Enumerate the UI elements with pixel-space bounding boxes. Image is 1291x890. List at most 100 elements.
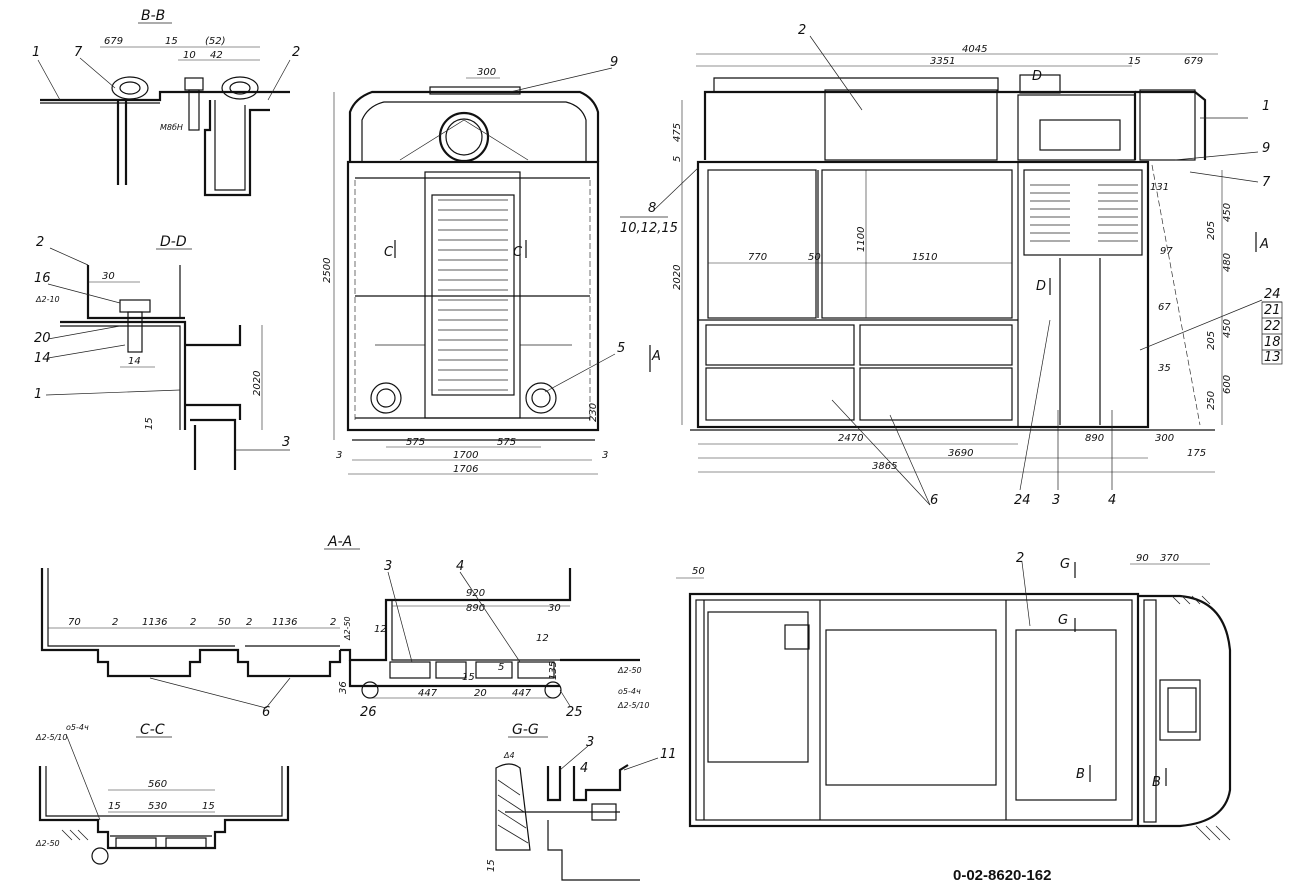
side-callout-6: 6 [930, 493, 938, 508]
aa-dim-447a: 447 [418, 688, 438, 699]
side-dim-205a: 205 [1206, 221, 1217, 240]
side-dim-205b: 205 [1206, 331, 1217, 350]
top-marker-g-upper: G [1060, 557, 1070, 572]
aa-dim-30: 30 [548, 603, 561, 614]
side-dim-250: 250 [1206, 391, 1217, 410]
front-view: С С 300 2500 575 575 1700 1706 3 3 230 9… [322, 55, 661, 475]
side-callout-18: 18 [1264, 335, 1281, 350]
section-cc: С-С 560 15 530 15 Δ2-5/10 о5-4ч Δ2-50 [35, 722, 290, 865]
side-dim-3351: 3351 [930, 56, 955, 67]
gg-callout-11: 11 [660, 747, 677, 762]
aa-callout-6: 6 [262, 705, 270, 720]
aa-weld4: Δ2-5/10 [617, 701, 649, 710]
side-callout-8: 8 [648, 201, 656, 216]
front-dim-3a: 3 [336, 450, 342, 461]
dd-callout-3: 3 [282, 435, 290, 450]
side-dim-300: 300 [1155, 433, 1174, 444]
aa-callout-4: 4 [456, 559, 464, 574]
top-dim-50: 50 [692, 566, 705, 577]
side-callout-4: 4 [1108, 493, 1116, 508]
bb-dim-15: 15 [165, 36, 178, 47]
cc-weld2: о5-4ч [66, 723, 89, 732]
top-marker-b-left: В [1076, 767, 1085, 782]
aa-dim-15: 15 [462, 672, 475, 683]
section-bb: В-В 679 15 (52) 10 42 М8бН 1 7 2 [32, 8, 300, 197]
side-dim-450b: 450 [1222, 319, 1233, 338]
side-dim-15: 15 [1128, 56, 1141, 67]
front-dim-575b: 575 [497, 437, 516, 448]
aa-dim-20: 20 [474, 688, 487, 699]
gg-dim-15: 15 [486, 859, 497, 872]
aa-dim-2a: 2 [112, 617, 118, 628]
aa-dim-2b: 2 [190, 617, 196, 628]
cc-dim-530: 530 [148, 801, 167, 812]
front-dim-575a: 575 [406, 437, 425, 448]
side-marker-a: А [1259, 237, 1269, 252]
section-gg: G-G Δ4 15 3 4 11 [486, 722, 677, 881]
section-gg-title: G-G [512, 722, 539, 738]
side-callout-22: 22 [1264, 319, 1281, 334]
bb-dim-42: 42 [210, 50, 223, 61]
front-louvers [438, 199, 508, 391]
side-dim-131: 131 [1150, 182, 1169, 193]
dd-callout-14: 14 [34, 351, 51, 366]
side-dim-35: 35 [1158, 363, 1171, 374]
aa-weld1: Δ2-50 [343, 616, 352, 641]
side-dim-5: 5 [672, 156, 683, 162]
side-dim-1510: 1510 [912, 252, 937, 263]
side-dim-4045: 4045 [962, 44, 987, 55]
side-dim-3690: 3690 [948, 448, 973, 459]
section-aa-title: А-А [327, 534, 352, 550]
aa-dim-920: 920 [466, 588, 485, 599]
front-dim-1700: 1700 [453, 450, 478, 461]
gg-callout-4: 4 [580, 761, 588, 776]
section-dd: D-D 30 Δ2-10 14 2020 15 2 16 20 14 1 [34, 234, 290, 470]
side-callout-9: 9 [1262, 141, 1270, 156]
side-callout-3: 3 [1052, 493, 1060, 508]
aa-dim-12b: 12 [536, 633, 549, 644]
side-dim-770: 770 [748, 252, 767, 263]
front-callout-9: 9 [610, 55, 618, 70]
cc-weld1: Δ2-5/10 [35, 733, 67, 742]
top-callout-2: 2 [1016, 551, 1024, 566]
front-marker-c-right: С [513, 245, 523, 260]
dd-dim-14: 14 [128, 356, 141, 367]
aa-callout-26: 26 [360, 705, 377, 720]
aa-dim-2d: 2 [330, 617, 336, 628]
side-dim-50: 50 [808, 252, 821, 263]
side-dim-2020: 2020 [672, 265, 683, 290]
side-dim-600: 600 [1222, 375, 1233, 394]
gg-weld: Δ4 [503, 751, 515, 760]
dd-dim-15: 15 [144, 417, 155, 430]
aa-dim-12a: 12 [374, 624, 387, 635]
side-louvers [1030, 184, 1138, 242]
top-marker-g-lower: G [1058, 613, 1068, 628]
aa-dim-70: 70 [68, 617, 81, 628]
dd-weld: Δ2-10 [35, 295, 60, 304]
side-callout-24: 24 [1264, 287, 1281, 302]
gg-callout-3: 3 [586, 735, 594, 750]
section-dd-title: D-D [160, 234, 187, 250]
side-callout-24b: 24 [1014, 493, 1031, 508]
section-aa: А-А 70 2 1136 2 50 2 1136 2 Δ2-50 12 920… [40, 534, 649, 720]
front-dim-2500: 2500 [322, 258, 333, 283]
bb-callout-2: 2 [292, 45, 300, 60]
side-callout-7: 7 [1262, 175, 1271, 190]
top-view: 50 90 370 G G В В 2 [676, 551, 1232, 841]
dd-callout-20: 20 [34, 331, 51, 346]
aa-dim-36: 36 [338, 681, 349, 694]
side-marker-d: D [1036, 279, 1046, 294]
document-number: 0-02-8620-162 [953, 867, 1051, 884]
dd-callout-16: 16 [34, 271, 51, 286]
front-dim-3b: 3 [602, 450, 608, 461]
dd-callout-2: 2 [36, 235, 44, 250]
aa-dim-1136a: 1136 [142, 617, 167, 628]
side-dim-679: 679 [1184, 56, 1203, 67]
front-dim-300: 300 [477, 67, 496, 78]
aa-dim-5: 5 [498, 662, 504, 673]
side-callout-2: 2 [798, 23, 806, 38]
dd-dim-2020: 2020 [252, 371, 263, 396]
cc-dim-560: 560 [148, 779, 167, 790]
side-dim-175: 175 [1187, 448, 1206, 459]
aa-dim-2c: 2 [246, 617, 252, 628]
